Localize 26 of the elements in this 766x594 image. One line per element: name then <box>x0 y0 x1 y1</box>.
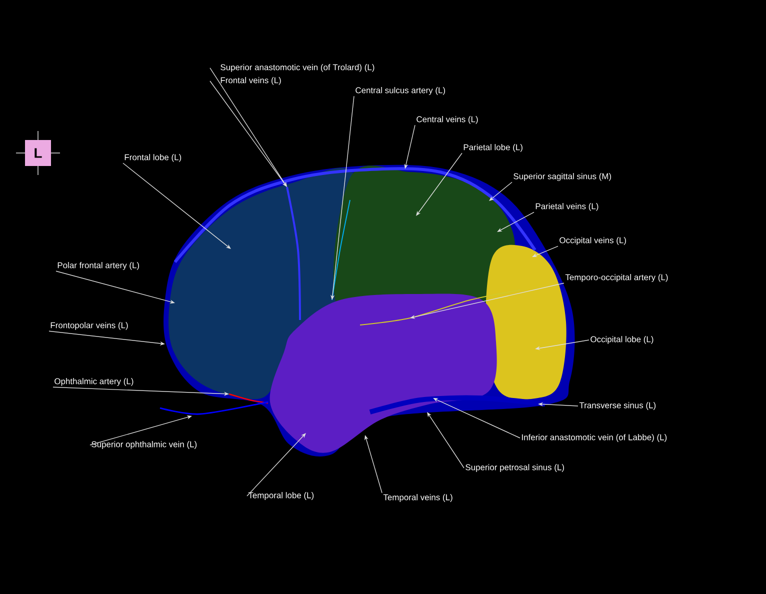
leader-line <box>416 152 462 216</box>
label-text: Central veins (L) <box>416 116 478 124</box>
label-text: Superior petrosal sinus (L) <box>466 464 564 472</box>
label-text: Superior sagittal sinus (M) <box>514 173 612 181</box>
label-text: Central sulcus artery (L) <box>356 87 446 95</box>
label-text: Parietal lobe (L) <box>464 144 522 152</box>
label-text: Parietal veins (L) <box>536 203 598 211</box>
label-text: Temporal veins (L) <box>383 494 452 502</box>
leader-line <box>489 182 512 201</box>
label-text: Frontal lobe (L) <box>124 154 182 162</box>
label-text: Transverse sinus (L) <box>579 402 656 410</box>
label-text: Frontopolar veins (L) <box>50 322 128 330</box>
label-text: Ophthalmic artery (L) <box>54 378 134 386</box>
leader-line <box>246 433 306 496</box>
leader-line <box>497 212 534 232</box>
label-text: Occipital lobe (L) <box>590 336 654 344</box>
label-text: Superior anastomotic vein (of Trolard) (L) <box>220 64 374 72</box>
label-text: Occipital veins (L) <box>560 237 626 245</box>
leader-line <box>122 162 231 249</box>
label-text: Temporal lobe (L) <box>248 492 314 500</box>
label-text: Frontal veins (L) <box>220 77 281 85</box>
leader-line <box>427 412 464 468</box>
label-text: Polar frontal artery (L) <box>58 262 140 270</box>
label-text: Inferior anastomotic vein (of Labbe) (L) <box>522 434 667 442</box>
label-text: Superior ophthalmic vein (L) <box>92 441 197 449</box>
label-text: Temporo-occipital artery (L) <box>565 274 668 282</box>
